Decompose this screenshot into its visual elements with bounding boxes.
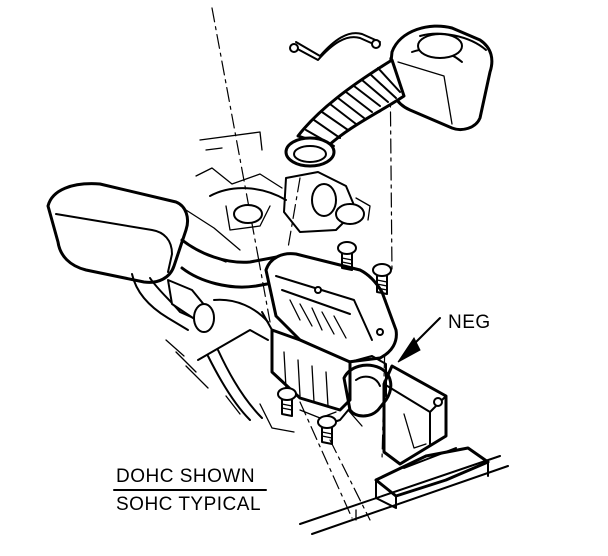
caption: DOHC SHOWN SOHC TYPICAL <box>113 466 267 515</box>
corrugated-hose <box>284 58 406 168</box>
caption-bottom: SOHC TYPICAL <box>116 494 261 515</box>
neg-callout: NEG <box>397 312 491 363</box>
battery-box <box>374 364 490 509</box>
resonator <box>46 182 199 331</box>
battery-tray <box>165 329 363 433</box>
bolt-top <box>337 241 357 271</box>
bolts <box>277 241 392 445</box>
frame-edge <box>299 455 509 535</box>
neg-label: NEG <box>448 312 491 333</box>
bolt-right <box>372 263 392 295</box>
air-intake-box <box>388 24 494 132</box>
bolt-lower-left <box>277 387 297 417</box>
engine-components <box>185 131 371 263</box>
vacuum-line <box>289 32 381 61</box>
air-cleaner-housing <box>261 252 398 412</box>
caption-top: DOHC SHOWN <box>116 466 255 487</box>
intake-duct <box>167 238 284 333</box>
bolt-lower-center <box>317 415 337 445</box>
